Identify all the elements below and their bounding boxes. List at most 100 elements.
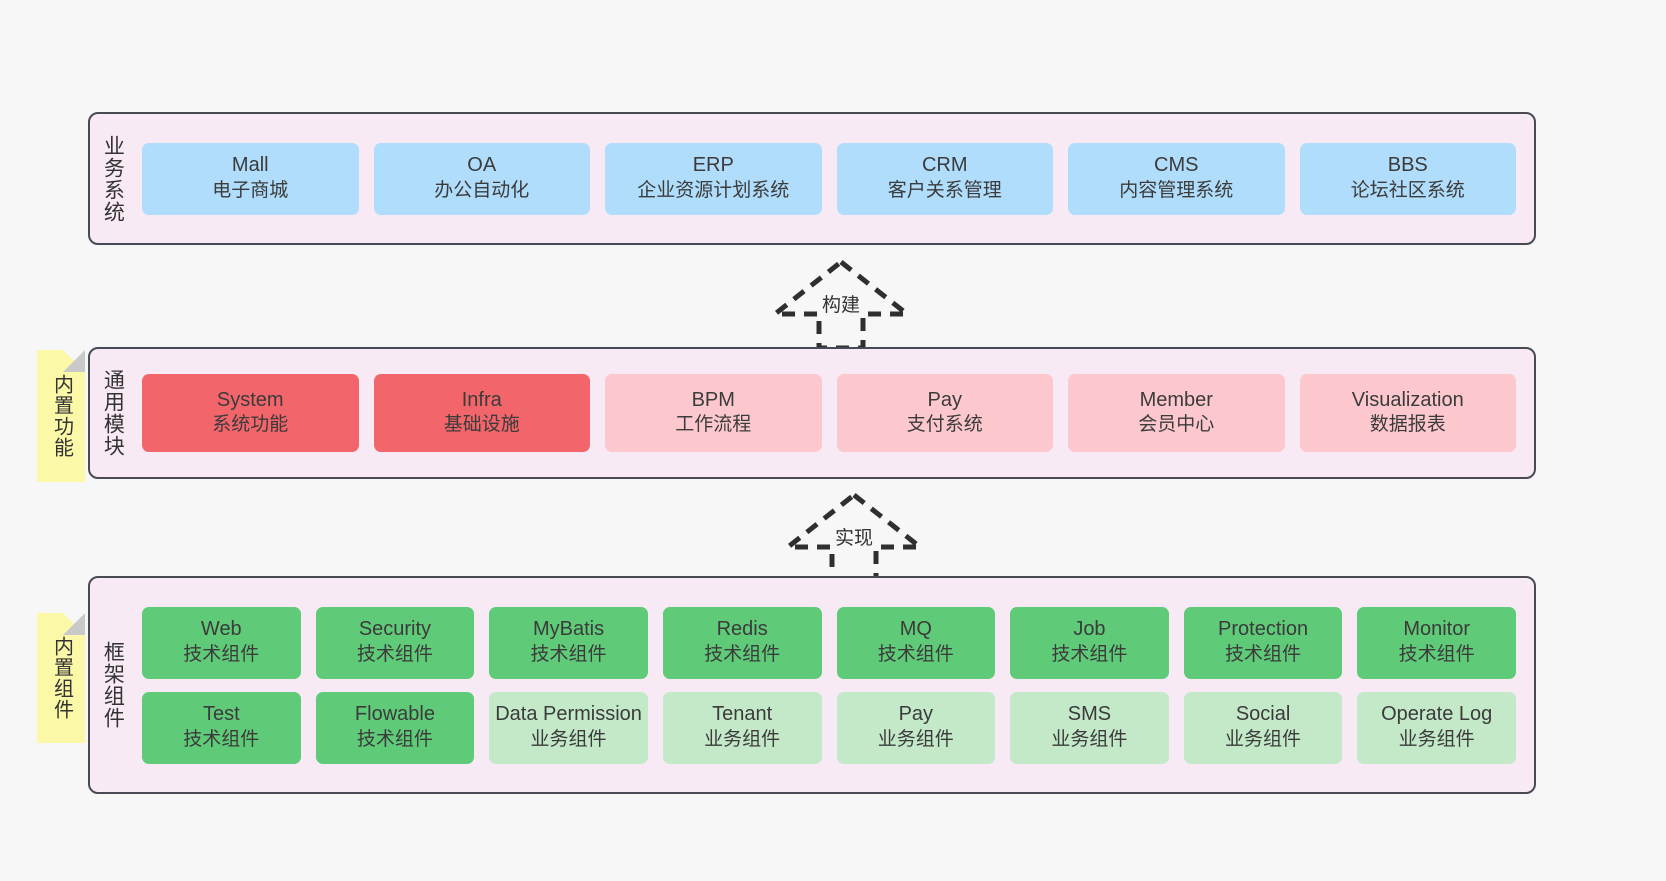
card-title: Redis [716, 618, 768, 641]
card-subtitle: 技术组件 [877, 643, 954, 665]
card-row: Mall 电子商城 OA 办公自动化 ERP 企业资源计划系统 CRM 客户关系… [142, 142, 1516, 215]
card-subtitle: 业务组件 [530, 728, 607, 750]
card-bbs[interactable]: BBS 论坛社区系统 [1299, 142, 1516, 215]
card-infra[interactable]: Infra 基础设施 [373, 374, 590, 452]
card-subtitle: 技术组件 [1398, 643, 1475, 665]
card-subtitle: 技术组件 [530, 643, 607, 665]
layer-business-system-body: Mall 电子商城 OA 办公自动化 ERP 企业资源计划系统 CRM 客户关系… [134, 114, 1534, 243]
connector-build-arrow: 构建 [761, 258, 921, 350]
layer-framework-component-title: 框架组件 [101, 641, 125, 729]
card-subtitle: 数据报表 [1369, 414, 1446, 436]
card-pay-business[interactable]: Pay 业务组件 [836, 691, 996, 764]
card-redis[interactable]: Redis 技术组件 [662, 606, 822, 679]
card-subtitle: 企业资源计划系统 [637, 179, 790, 201]
card-title: SMS [1067, 703, 1112, 726]
card-operate-log[interactable]: Operate Log 业务组件 [1357, 691, 1516, 764]
card-title: ERP [692, 154, 734, 177]
card-social[interactable]: Social 业务组件 [1183, 691, 1343, 764]
card-flowable[interactable]: Flowable 技术组件 [315, 691, 475, 764]
card-title: Protection [1218, 618, 1309, 641]
card-sms[interactable]: SMS 业务组件 [1010, 691, 1169, 764]
card-title: Test [202, 703, 240, 726]
card-title: CRM [921, 154, 968, 177]
card-system[interactable]: System 系统功能 [142, 374, 359, 452]
note-fold-corner-icon [63, 613, 85, 635]
card-title: BPM [691, 388, 735, 411]
card-subtitle: 工作流程 [675, 414, 752, 436]
layer-common-module-body: System 系统功能 Infra 基础设施 BPM 工作流程 Pay 支付系统… [134, 349, 1534, 477]
layer-common-module-title: 通用模块 [101, 369, 125, 457]
card-row: System 系统功能 Infra 基础设施 BPM 工作流程 Pay 支付系统… [142, 374, 1516, 452]
card-subtitle: 系统功能 [212, 414, 289, 436]
card-subtitle: 技术组件 [356, 643, 433, 665]
card-subtitle: 业务组件 [1051, 728, 1128, 750]
card-title: Operate Log [1381, 703, 1493, 726]
card-subtitle: 基础设施 [443, 414, 520, 436]
layer-common-module: 通用模块 System 系统功能 Infra 基础设施 BPM 工作流程 Pay… [88, 347, 1536, 479]
card-subtitle: 业务组件 [877, 728, 954, 750]
card-title: Pay [898, 703, 934, 726]
card-title: Job [1073, 618, 1106, 641]
card-title: Visualization [1351, 388, 1464, 411]
layer-business-system-title: 业务系统 [101, 134, 125, 223]
note-text: 内置功能 [50, 374, 73, 458]
card-cms[interactable]: CMS 内容管理系统 [1068, 142, 1285, 215]
card-member[interactable]: Member 会员中心 [1068, 374, 1285, 452]
card-subtitle: 办公自动化 [434, 179, 530, 201]
card-subtitle: 技术组件 [183, 643, 260, 665]
card-test[interactable]: Test 技术组件 [142, 691, 301, 764]
card-title: Flowable [354, 703, 435, 726]
card-monitor[interactable]: Monitor 技术组件 [1357, 606, 1516, 679]
note-fold-corner-icon [63, 350, 85, 372]
card-title: CMS [1154, 154, 1199, 177]
card-title: BBS [1387, 154, 1428, 177]
card-web[interactable]: Web 技术组件 [142, 606, 301, 679]
card-tenant[interactable]: Tenant 业务组件 [662, 691, 822, 764]
card-row: Web 技术组件 Security 技术组件 MyBatis 技术组件 Redi… [142, 606, 1516, 679]
card-job[interactable]: Job 技术组件 [1010, 606, 1169, 679]
card-title: Security [358, 618, 432, 641]
layer-framework-component: 框架组件 Web 技术组件 Security 技术组件 MyBatis 技术组件… [88, 576, 1536, 794]
card-mall[interactable]: Mall 电子商城 [142, 142, 359, 215]
hollow-arrow-shape [780, 491, 928, 583]
note-builtin-function: 内置功能 [37, 350, 85, 482]
card-subtitle: 内容管理系统 [1119, 179, 1234, 201]
card-title: MQ [899, 618, 932, 641]
card-subtitle: 电子商城 [212, 179, 289, 201]
card-visualization[interactable]: Visualization 数据报表 [1299, 374, 1516, 452]
card-protection[interactable]: Protection 技术组件 [1183, 606, 1343, 679]
card-title: MyBatis [533, 618, 605, 641]
card-title: System [216, 388, 284, 411]
note-builtin-component: 内置组件 [37, 613, 85, 743]
card-subtitle: 支付系统 [906, 414, 983, 436]
card-subtitle: 业务组件 [704, 728, 781, 750]
card-title: Member [1139, 388, 1213, 411]
card-oa[interactable]: OA 办公自动化 [373, 142, 590, 215]
card-subtitle: 技术组件 [356, 728, 433, 750]
layer-business-system: 业务系统 Mall 电子商城 OA 办公自动化 ERP 企业资源计划系统 CRM… [88, 112, 1536, 245]
card-row: Test 技术组件 Flowable 技术组件 Data Permission … [142, 691, 1516, 764]
note-text: 内置组件 [50, 636, 73, 720]
card-title: Monitor [1403, 618, 1471, 641]
card-mq[interactable]: MQ 技术组件 [836, 606, 996, 679]
card-subtitle: 业务组件 [1398, 728, 1475, 750]
card-subtitle: 技术组件 [704, 643, 781, 665]
connector-implement-arrow: 实现 [774, 491, 934, 583]
card-title: Web [200, 618, 242, 641]
card-title: Pay [927, 388, 962, 411]
card-subtitle: 技术组件 [183, 728, 260, 750]
card-mybatis[interactable]: MyBatis 技术组件 [489, 606, 648, 679]
card-crm[interactable]: CRM 客户关系管理 [836, 142, 1053, 215]
card-subtitle: 技术组件 [1051, 643, 1128, 665]
card-data-permission[interactable]: Data Permission 业务组件 [489, 691, 648, 764]
card-pay[interactable]: Pay 支付系统 [836, 374, 1053, 452]
card-erp[interactable]: ERP 企业资源计划系统 [605, 142, 822, 215]
card-bpm[interactable]: BPM 工作流程 [605, 374, 822, 452]
card-subtitle: 论坛社区系统 [1350, 179, 1465, 201]
card-security[interactable]: Security 技术组件 [315, 606, 475, 679]
card-title: Data Permission [495, 703, 642, 726]
layer-framework-component-body: Web 技术组件 Security 技术组件 MyBatis 技术组件 Redi… [134, 578, 1534, 792]
card-title: Tenant [712, 703, 773, 726]
card-title: Mall [231, 154, 269, 177]
